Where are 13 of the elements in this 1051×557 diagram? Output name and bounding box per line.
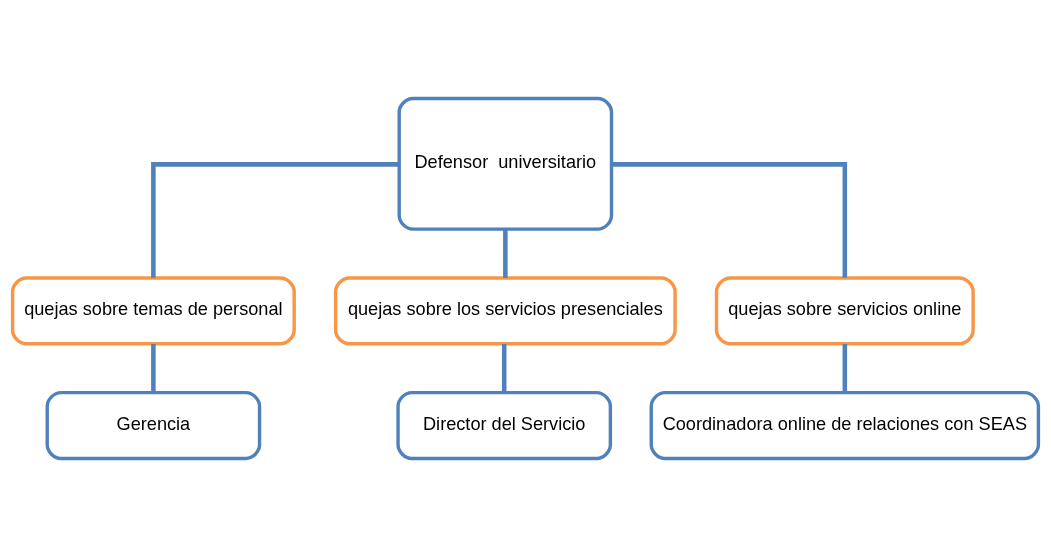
- node-box: quejas sobre servicios online: [714, 276, 975, 346]
- node-box: quejas sobre los servicios presenciales: [333, 276, 677, 346]
- node-box: Director del Servicio: [396, 390, 613, 461]
- node-box: Gerencia: [45, 390, 262, 461]
- node-box: Coordinadora online de relaciones con SEAS: [649, 390, 1041, 461]
- connector: [503, 229, 508, 278]
- connector: [842, 344, 848, 393]
- connector: [151, 344, 156, 393]
- node-box: quejas sobre temas de personal: [10, 276, 296, 346]
- connector: [611, 162, 848, 278]
- connector: [501, 344, 507, 393]
- node-box: Defensor universitario: [397, 96, 614, 231]
- connector: [151, 162, 399, 278]
